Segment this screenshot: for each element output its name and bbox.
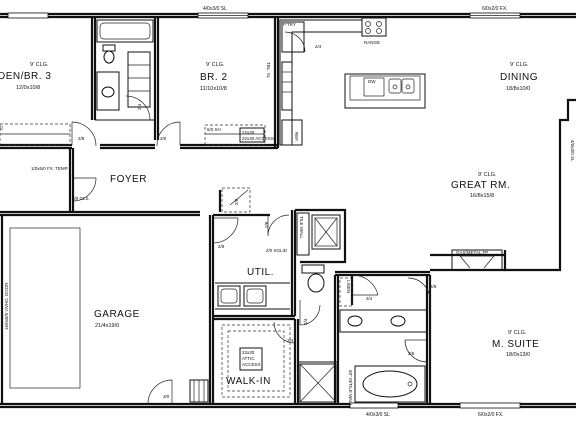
exterior-walls [0, 12, 576, 409]
svg-text:ATTIC: ATTIC [242, 356, 255, 361]
door-br3: 2/8 [71, 121, 97, 147]
window-br2-label: 4/0x3/0 SL [203, 6, 227, 12]
room-den: 9' CLG. DEN/BR. 3 12/0x10/8 0 [0, 62, 71, 146]
svg-text:22x30 ACCESS: 22x30 ACCESS [242, 136, 274, 141]
walkin-name: WALK-IN [226, 376, 271, 387]
br2-ceiling: 9' CLG. [206, 62, 225, 68]
svg-text:2/4: 2/4 [303, 318, 308, 325]
window-suite-label: 6/0x2/0 FX. [478, 412, 504, 418]
dining-size: 18/8x10/0 [506, 86, 530, 92]
ref-label: REF. [294, 132, 299, 142]
den-name: DEN/BR. 3 [0, 71, 51, 82]
svg-text:2/8: 2/8 [78, 136, 85, 141]
garage-name: GARAGE [94, 309, 140, 320]
bath-door-label: 2/4 [137, 103, 142, 110]
bottom-window-walkin: 4/0x3/0 SL [349, 402, 399, 418]
fireplace-label: GAS/METAL FP [456, 250, 488, 255]
svg-text:2/8: 2/8 [234, 198, 239, 205]
dining-ceiling: 9' CLG. [510, 62, 529, 68]
pantry-door-label: 2/4 [315, 44, 322, 49]
svg-text:2/4: 2/4 [366, 296, 373, 301]
svg-text:2/4: 2/4 [287, 338, 294, 343]
foyer-name: FOYER [110, 174, 147, 185]
linen-name: LINEN [346, 280, 351, 293]
room-wc: TILE WALL 2/4 [296, 212, 341, 326]
room-suite: 9' CLG. M. SUITE 18/0x13/0 [492, 330, 539, 358]
svg-text:0: 0 [0, 126, 3, 132]
great-name: GREAT RM. [451, 180, 510, 191]
suite-ceiling: 9' CLG. [508, 330, 527, 336]
room-walkin: WALK-IN 22x30 ATTIC ACCESS 2/4 [221, 321, 296, 398]
br2-size: 11/10x10/8 [200, 86, 227, 92]
svg-text:2/8: 2/8 [264, 221, 269, 228]
svg-text:DW: DW [368, 79, 376, 84]
svg-text:2/8: 2/8 [430, 284, 437, 289]
svg-text:TBL. SL: TBL. SL [266, 62, 271, 79]
interior-walls [0, 17, 432, 404]
svg-text:2/0: 2/0 [160, 136, 167, 141]
window-dining-label: 6/0x2/0 FX. [482, 6, 508, 12]
fx-temp-label: 1/0x6/0 FX. TEMP. [31, 166, 68, 171]
solid-door-label: 2/0 SOLID [266, 248, 288, 253]
room-linen: LINEN 2/4 [339, 274, 379, 307]
great-ceiling: 9' CLG. [478, 172, 497, 178]
svg-text:2/8: 2/8 [218, 244, 225, 249]
den-size: 12/0x10/8 [16, 85, 40, 91]
room-dining: 9' CLG. DINING 18/8x10/0 4/0x3/0 SL [500, 62, 575, 162]
bottom-window-suite: 6/0x2/0 FX. [459, 402, 521, 418]
garage-size: 21/4x19/0 [95, 323, 119, 329]
room-master-bath: 2/8 2/6 60" W/TILE WALL [299, 277, 437, 407]
top-window-br2: 4/0x3/0 SL [197, 6, 249, 19]
svg-text:2/6: 2/6 [408, 351, 415, 356]
room-garage: 16/0x8/0 OVHD. DOOR GARAGE 21/4x19/0 3/0 [4, 227, 209, 405]
br2-name: BR. 2 [200, 72, 228, 83]
pantry-label: P'TRY [283, 22, 296, 27]
top-window-dining: 6/0x2/0 FX. [469, 6, 521, 19]
den-ceiling: 9' CLG. [30, 62, 49, 68]
tile-wall-label: TILE WALL [299, 216, 304, 239]
room-bath: 2/4 [96, 19, 154, 121]
br2-closet-label: 6/0 SH [207, 127, 221, 132]
door-br2: 2/0 [156, 121, 181, 147]
room-util: UTIL. 2/8 2/8 2/0 SOLID [212, 214, 290, 310]
attic-access-walkin: 22x30 [242, 350, 255, 355]
attic-access-br2: 22x30 [242, 130, 255, 135]
suite-name: M. SUITE [492, 339, 539, 350]
range-label: RANGE [364, 40, 380, 45]
top-window-den [7, 12, 49, 19]
room-great: 9' CLG. GREAT RM. 16/8x15/8 GAS/METAL FP [451, 172, 510, 271]
ovhd-door-label: 16/0x8/0 OVHD. DOOR [4, 282, 9, 330]
svg-text:ACCESS: ACCESS [242, 362, 261, 367]
room-foyer: FOYER 3/0 GLS. 1/0x6/0 FX. TEMP. 2/8 [31, 166, 251, 213]
window-walkin-label: 4/0x3/0 SL [366, 412, 390, 418]
room-br2: 9' CLG. BR. 2 11/10x10/8 6/0 SH 22x30 22… [200, 62, 274, 146]
suite-size: 18/0x13/0 [506, 352, 530, 358]
gls-label: 3/0 GLS. [72, 196, 90, 201]
room-kitchen: P'TRY 2/4 RANGE REF. DW [279, 17, 426, 146]
tub-wall-label: 60" W/TILE WALL [348, 370, 353, 407]
svg-text:3/0: 3/0 [163, 394, 170, 399]
util-name: UTIL. [247, 267, 274, 278]
dining-name: DINING [500, 72, 538, 83]
great-size: 16/8x15/8 [470, 193, 494, 199]
side-window-label: 4/0x3/0 SL [570, 140, 575, 162]
